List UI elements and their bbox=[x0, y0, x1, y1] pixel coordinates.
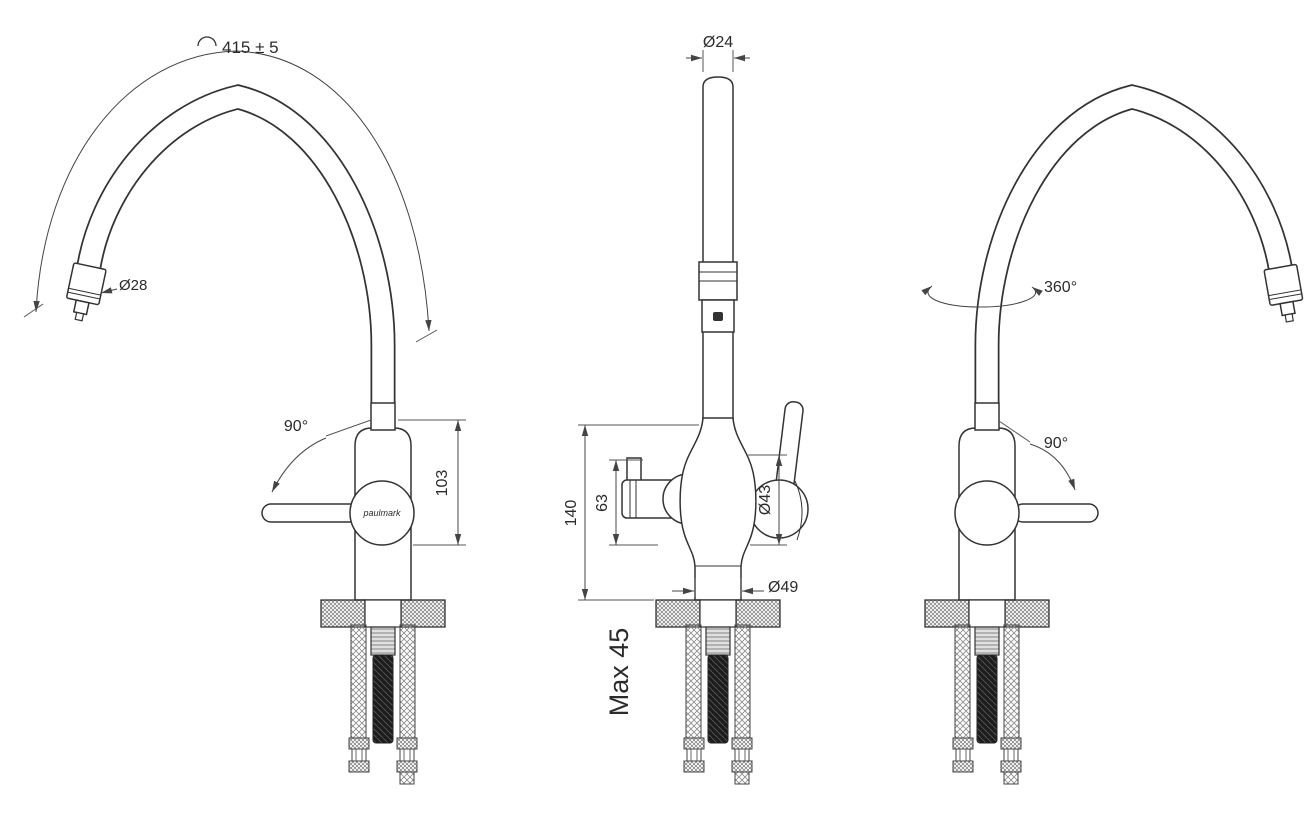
handle-lever-right bbox=[1013, 503, 1099, 523]
mounting-hardware-front bbox=[655, 599, 781, 785]
sidespout-height-label: 63 bbox=[594, 494, 611, 512]
max-deck-thickness-label: Max 45 bbox=[604, 628, 634, 717]
handle-angle-label-right: 90° bbox=[1044, 435, 1068, 452]
right-view: 360° 90° bbox=[921, 84, 1304, 785]
handle-angle-leader-right bbox=[998, 420, 1031, 443]
spout-neck-right bbox=[974, 402, 1000, 431]
spout-diameter-leader bbox=[100, 287, 118, 294]
arc-length-dimension-line bbox=[33, 50, 432, 332]
handle-angle-leader bbox=[325, 419, 372, 437]
arc-end-tick-left bbox=[23, 303, 44, 318]
top-diameter-label: Ø24 bbox=[703, 34, 733, 51]
body-diameter-label: Ø43 bbox=[757, 485, 774, 515]
handle-lever bbox=[261, 503, 361, 523]
rotation-label: 360° bbox=[1044, 279, 1077, 296]
handle-angle-arc-right bbox=[1029, 443, 1076, 491]
arc-symbol bbox=[197, 36, 217, 47]
spout-tube bbox=[75, 84, 396, 418]
spout-head-right bbox=[1263, 263, 1304, 323]
handle-angle-label: 90° bbox=[284, 418, 308, 435]
mounting-hardware bbox=[320, 599, 446, 785]
riser-pipe bbox=[702, 76, 734, 430]
height-label: 140 bbox=[563, 500, 580, 527]
arc-length-label: 415 ± 5 bbox=[222, 38, 279, 57]
brand-logo-medallion bbox=[349, 480, 415, 546]
rotation-swirl bbox=[921, 285, 1043, 308]
valve-cover bbox=[954, 480, 1020, 546]
collar-slot bbox=[713, 312, 723, 321]
mounting-hardware-right bbox=[924, 599, 1050, 785]
faucet-body-front bbox=[679, 417, 757, 601]
handle-angle-arc bbox=[271, 437, 327, 493]
front-view: Ø24 140 63 Ø43 Ø49 Max 45 bbox=[563, 34, 809, 785]
spout-tube-right bbox=[974, 84, 1294, 418]
handle-seam bbox=[794, 480, 803, 541]
spout-neck bbox=[370, 402, 396, 431]
left-view: paulmark 415 ± 5 Ø28 90° 103 bbox=[23, 36, 466, 785]
spout-head bbox=[66, 262, 107, 322]
arc-end-tick-right bbox=[415, 329, 438, 343]
base-diameter-label: Ø49 bbox=[768, 579, 798, 596]
offset-label: 103 bbox=[434, 470, 451, 497]
spout-diameter-label: Ø28 bbox=[119, 277, 147, 294]
brand-logo-text: paulmark bbox=[362, 508, 401, 518]
